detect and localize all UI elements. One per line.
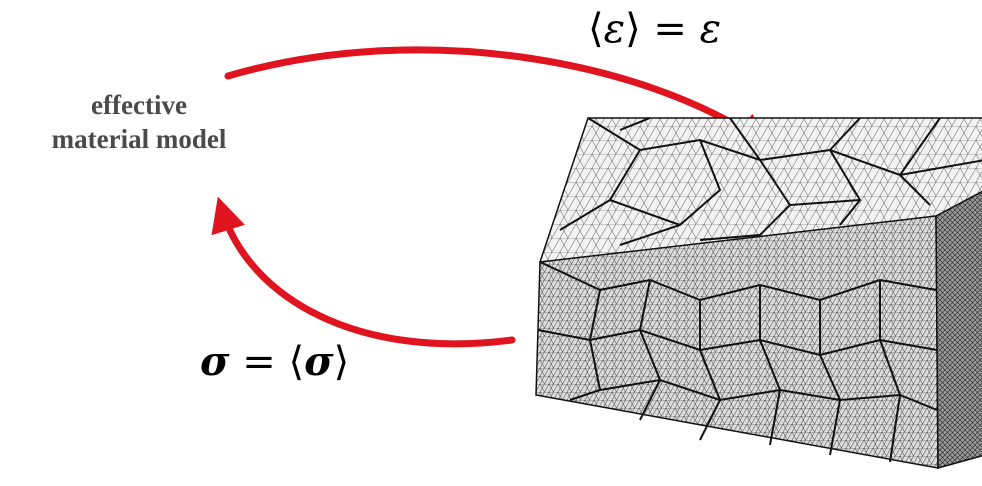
stress-macro-symbol: σ [200, 338, 230, 385]
strain-macro-symbol: ε [699, 6, 722, 52]
stress-arrow [211, 196, 516, 348]
polycrystal-fe-mesh-icon [535, 117, 982, 469]
model-label-line2: material model [51, 124, 227, 154]
strain-average-symbol: ε [603, 6, 626, 52]
model-label: effective material model [14, 88, 264, 156]
strain-equals: = [653, 6, 687, 52]
stress-equation: σ = ⟨σ⟩ [200, 338, 349, 385]
strain-average-open: ⟨ [588, 6, 604, 52]
stress-average-open: ⟨ [288, 339, 305, 385]
stress-average-close: ⟩ [333, 339, 350, 385]
strain-average-close: ⟩ [625, 6, 641, 52]
stress-average-symbol: σ [304, 338, 334, 385]
strain-equation: ⟨ε⟩ = ε [588, 6, 721, 52]
stress-equals: = [242, 339, 276, 385]
model-label-line1: effective [91, 90, 187, 120]
strain-arrow [224, 46, 772, 148]
